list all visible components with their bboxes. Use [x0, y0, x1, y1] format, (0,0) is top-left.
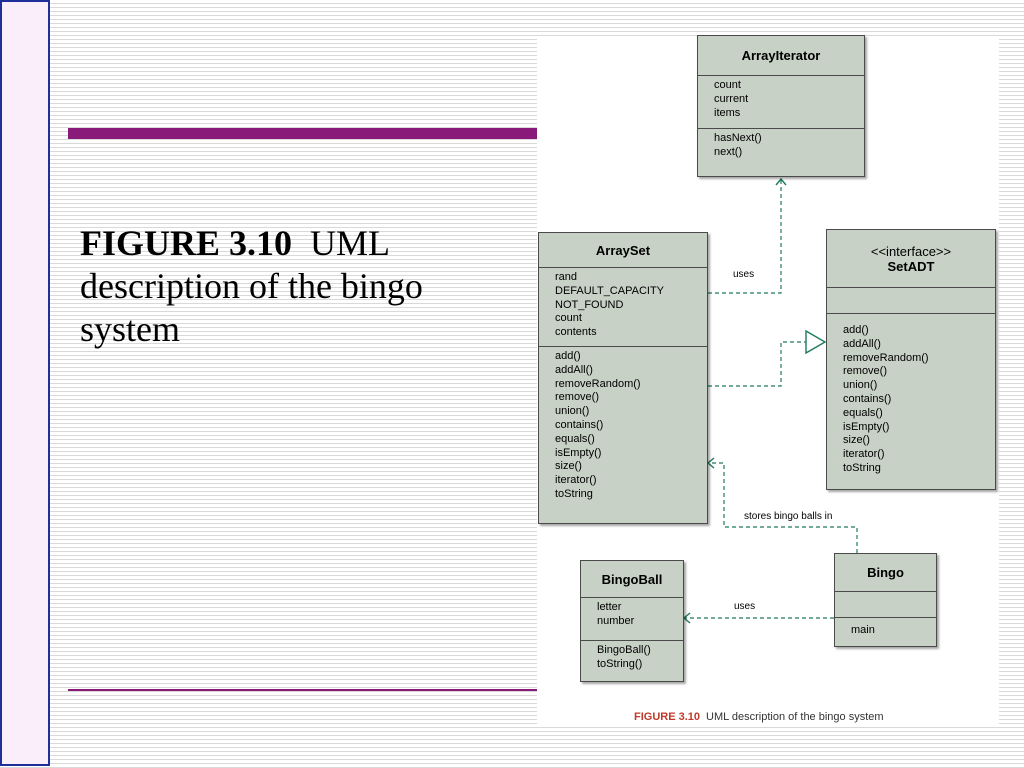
attribute: count — [555, 312, 582, 325]
connector-arrayset-realizes-setadt — [708, 341, 806, 387]
method: hasNext() — [714, 132, 762, 144]
attributes-bingoball: letter number — [581, 598, 683, 641]
methods-setadt: add() addAll() removeRandom() remove() u… — [827, 314, 995, 476]
method: union() — [843, 379, 878, 392]
method: isEmpty() — [555, 446, 602, 459]
attribute: current — [714, 92, 749, 105]
class-name-setadt: <<interface>> SetADT — [827, 230, 995, 288]
figure-caption: FIGURE 3.10 UML description of the bingo … — [634, 711, 884, 723]
method: addAll() — [843, 337, 881, 350]
bottom-rule — [68, 689, 548, 691]
method: add() — [555, 350, 581, 362]
class-name-text: SetADT — [887, 258, 935, 274]
method: main — [851, 624, 875, 636]
method: contains() — [843, 392, 892, 405]
attribute: count — [714, 79, 741, 91]
connector-arrayset-uses-iterator — [708, 179, 782, 294]
attribute: rand — [555, 271, 578, 283]
class-name-bingoball: BingoBall — [581, 561, 683, 598]
arrowhead-arrayset — [706, 457, 715, 469]
class-name-text: ArrayIterator — [741, 48, 821, 63]
attribute: letter — [597, 601, 622, 613]
attribute: NOT_FOUND — [555, 298, 624, 311]
connector-layer — [682, 177, 858, 624]
method: removeRandom() — [555, 377, 641, 390]
left-side-bar — [0, 0, 50, 766]
label-bingo-uses: uses — [734, 601, 756, 612]
top-rule — [68, 128, 548, 139]
class-box-bingo: Bingo main — [834, 553, 937, 647]
attributes-setadt — [827, 288, 995, 314]
slide-figure-label: FIGURE 3.10 — [80, 223, 293, 263]
method: addAll() — [555, 363, 593, 376]
class-name-bingo: Bingo — [835, 554, 936, 592]
method: next() — [714, 145, 743, 158]
class-name-text: BingoBall — [601, 571, 663, 587]
method: add() — [843, 324, 869, 336]
class-box-setadt: <<interface>> SetADT add() addAll() remo… — [826, 229, 996, 490]
realization-triangle — [805, 329, 827, 355]
attributes-bingo — [835, 592, 936, 618]
attribute: contents — [555, 326, 597, 339]
uml-figure: ArrayIterator count current items hasNex… — [537, 35, 999, 727]
method: size() — [843, 434, 870, 447]
arrowhead-iterator — [775, 177, 787, 186]
stereotype-text: <<interface>> — [870, 243, 952, 259]
attributes-arrayiterator: count current items — [698, 76, 864, 129]
method: contains() — [555, 418, 604, 431]
method: union() — [555, 405, 590, 418]
class-name-arrayiterator: ArrayIterator — [698, 36, 864, 76]
attribute: number — [597, 614, 635, 627]
class-box-bingoball: BingoBall letter number BingoBall() toSt… — [580, 560, 684, 682]
arrowhead-bingoball — [682, 612, 691, 624]
method: toString() — [597, 657, 643, 670]
class-box-arrayiterator: ArrayIterator count current items hasNex… — [697, 35, 865, 177]
method: iterator() — [843, 448, 885, 461]
method: iterator() — [555, 474, 597, 487]
figure-caption-number: FIGURE 3.10 — [634, 711, 701, 723]
class-box-arrayset: ArraySet rand DEFAULT_CAPACITY NOT_FOUND… — [538, 232, 708, 524]
class-name-text: Bingo — [867, 565, 904, 580]
methods-arrayset: add() addAll() removeRandom() remove() u… — [539, 347, 707, 502]
methods-arrayiterator: hasNext() next() — [698, 129, 864, 160]
method: equals() — [843, 406, 883, 419]
slide-caption: FIGURE 3.10 UML description of the bingo… — [80, 222, 480, 352]
method: size() — [555, 460, 582, 473]
slide-figure-text: UML description of the bingo system — [80, 223, 423, 350]
attribute: items — [714, 106, 741, 119]
class-name-arrayset: ArraySet — [539, 233, 707, 268]
attributes-arrayset: rand DEFAULT_CAPACITY NOT_FOUND count co… — [539, 268, 707, 347]
method: remove() — [843, 365, 888, 378]
label-stores-bingo-balls: stores bingo balls in — [744, 511, 833, 522]
method: removeRandom() — [843, 351, 929, 364]
connector-bingo-stores-arrayset — [708, 462, 858, 553]
methods-bingo: main — [835, 618, 936, 638]
class-name-text: ArraySet — [595, 242, 651, 258]
attribute: DEFAULT_CAPACITY — [555, 284, 665, 297]
methods-bingoball: BingoBall() toString() — [581, 641, 683, 672]
method: isEmpty() — [843, 420, 890, 433]
method: equals() — [555, 432, 595, 445]
method: BingoBall() — [597, 644, 651, 656]
method: toString — [843, 461, 881, 474]
figure-caption-text: UML description of the bingo system — [706, 711, 884, 723]
label-arrayset-uses: uses — [733, 269, 755, 280]
method: toString — [555, 487, 593, 500]
method: remove() — [555, 391, 600, 404]
